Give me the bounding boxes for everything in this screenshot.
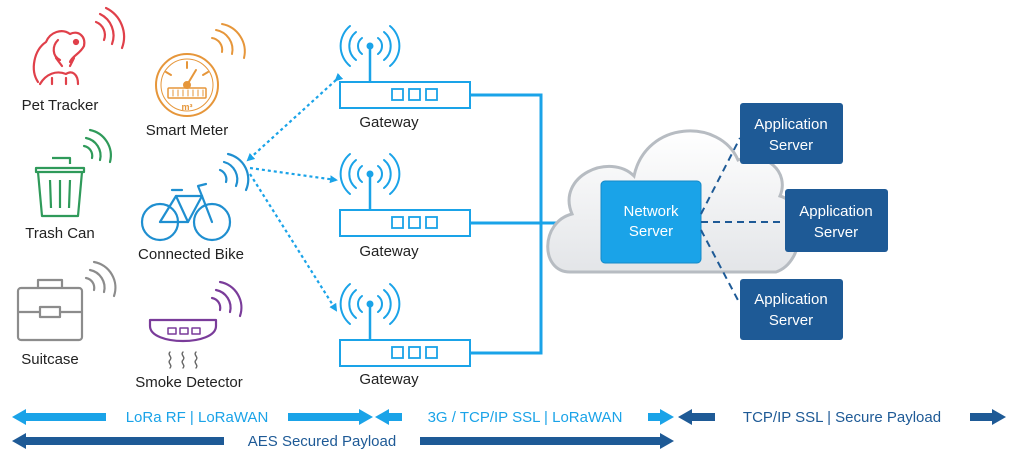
application-server-box-2: [785, 189, 888, 252]
backhaul-band-label: 3G / TCP/IP SSL | LoRaWAN: [428, 409, 623, 426]
pet-tracker-icon: [32, 6, 126, 86]
bike-icon: [140, 182, 232, 242]
app-server-3-line2: Server: [769, 312, 813, 329]
smoke-icon: [168, 351, 198, 369]
app-links: [700, 137, 785, 305]
gateway-2: [339, 153, 471, 237]
network-server-line1: Network: [623, 203, 679, 220]
suitcase-icon: [16, 260, 117, 342]
antenna-icon: [339, 283, 401, 342]
pet-tracker-label: Pet Tracker: [22, 97, 99, 114]
network-server-box: [600, 180, 702, 264]
meter-unit-label: m³: [182, 102, 193, 112]
gateway-label-2: Gateway: [359, 243, 419, 260]
trash-can-icon: [34, 128, 112, 218]
antenna-icon: [339, 153, 401, 212]
trash-can-label: Trash Can: [25, 225, 94, 242]
rf-links: [246, 73, 344, 312]
application-server-box-1: [740, 103, 843, 164]
aes-band-label-bg: [224, 430, 420, 450]
app-server-1-line2: Server: [769, 137, 813, 154]
app-band-label-bg: [715, 406, 970, 428]
backhaul-band-label-bg: [402, 406, 648, 428]
lora-band-label: LoRa RF | LoRaWAN: [126, 409, 269, 426]
bike-signal-icon: [218, 152, 250, 192]
gateway-box: [339, 339, 471, 367]
gateway-box: [339, 81, 471, 109]
smart-meter-label: Smart Meter: [146, 122, 229, 139]
app-band-label: TCP/IP SSL | Secure Payload: [743, 409, 941, 426]
app-server-3-line1: Application: [754, 291, 827, 308]
suitcase-label: Suitcase: [21, 351, 79, 368]
app-server-2-line2: Server: [814, 224, 858, 241]
smoke-detector-label: Smoke Detector: [135, 374, 243, 391]
gateway-label-1: Gateway: [359, 114, 419, 131]
gateway-label-3: Gateway: [359, 371, 419, 388]
smart-meter-icon: [155, 23, 246, 117]
app-server-2-line1: Application: [799, 203, 872, 220]
gateway-1: [339, 25, 471, 109]
app-server-1-line1: Application: [754, 116, 827, 133]
network-server-line2: Server: [629, 223, 673, 240]
antenna-icon: [339, 25, 401, 84]
gateway-3: [339, 283, 471, 367]
connected-bike-label: Connected Bike: [138, 246, 244, 263]
smoke-signal-icon: [210, 280, 243, 318]
gateway-box: [339, 209, 471, 237]
lora-band-label-bg: [106, 406, 288, 428]
application-server-box-3: [740, 279, 843, 340]
aes-band-label: AES Secured Payload: [248, 433, 396, 450]
smoke-detector-icon: [148, 318, 218, 342]
